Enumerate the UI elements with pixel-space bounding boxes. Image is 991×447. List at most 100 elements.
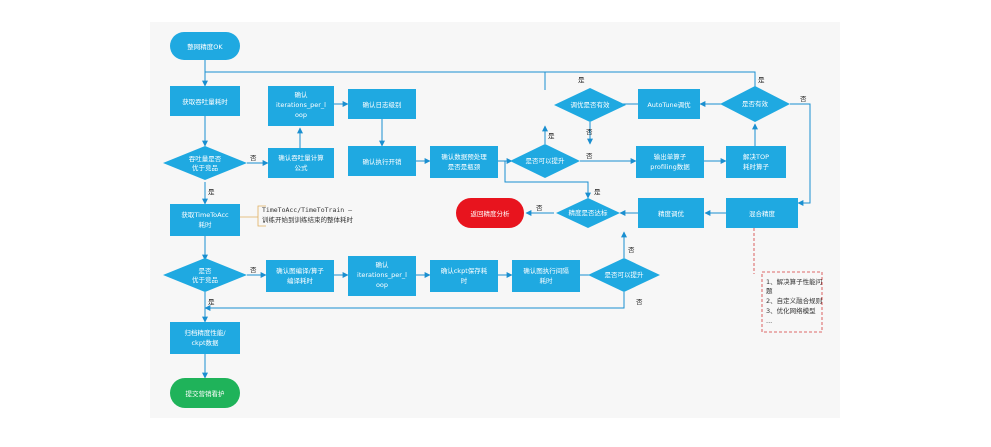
node-solve-top: 解决TOP 耗时算子 xyxy=(726,146,786,178)
edge-label-no: 否 xyxy=(536,204,543,212)
node-tta-decision: 是否 优于竞品 xyxy=(163,258,247,292)
node-confirm-preprocess-label-2: 是否是瓶颈 xyxy=(448,163,481,171)
flowchart-canvas: 是 是 否 是 是 否 否 否 是 否 否 否 是 否 整网精度OK 获取吞吐量… xyxy=(150,22,840,418)
node-archive: 归档精度性能/ ckpt数据 xyxy=(170,322,240,354)
edge-label-yes: 是 xyxy=(208,298,215,306)
node-output-profiling-label-2: profiling数据 xyxy=(650,162,690,171)
edge-label-yes: 是 xyxy=(594,188,601,196)
edge-label-no: 否 xyxy=(586,152,593,160)
edge-label-yes: 是 xyxy=(208,188,215,196)
edge-label-yes: 是 xyxy=(578,76,585,84)
node-confirm-ckpt-shape xyxy=(430,260,498,292)
node-confirm-ckpt-label-2: 时 xyxy=(461,276,468,285)
note-top-ops-line-3: 2、自定义融合规则 xyxy=(766,296,822,305)
node-confirm-iterations-2-label-1: 确认 xyxy=(376,260,390,269)
node-throughput-decision-label-1: 吞吐量是否 xyxy=(189,154,222,163)
node-tta-decision-label-2: 优于竞品 xyxy=(192,275,218,284)
edge-label-no: 否 xyxy=(250,266,257,274)
edge-improve2-no xyxy=(204,292,625,311)
node-mixed-precision: 混合精度 xyxy=(726,198,798,228)
edge-label-no: 否 xyxy=(586,128,593,136)
node-precision-tuning: 精度调优 xyxy=(638,198,704,228)
nodes: 整网精度OK 获取吞吐量耗时 吞吐量是否 优于竞品 确认吞吐量计算 公式 确认 … xyxy=(163,32,798,408)
node-confirm-iterations-1: 确认 iterations_per_l oop xyxy=(268,86,334,126)
node-get-throughput: 获取吞吐量耗时 xyxy=(170,86,240,116)
note-top-ops-line-4: 3、优化网络模型 xyxy=(766,306,816,315)
node-is-effective-label: 是否有效 xyxy=(742,99,769,108)
node-tta-decision-label-1: 是否 xyxy=(199,267,213,275)
node-confirm-formula-label-1: 确认吞吐量计算 xyxy=(278,153,324,162)
note-tta-line-2: 训练开始到训练结束的整体耗时 xyxy=(262,215,354,224)
node-start-label: 整网精度OK xyxy=(187,42,223,51)
node-precision-tuning-label: 精度调优 xyxy=(658,209,685,218)
node-autotune-shape xyxy=(638,89,700,119)
node-submit: 提交营销看护 xyxy=(170,378,240,408)
node-precision-ok-label: 精度是否达标 xyxy=(569,208,609,217)
note-top-ops-line-2: 题 xyxy=(766,287,773,295)
node-autotune-label: AutoTune调优 xyxy=(647,100,691,109)
node-confirm-formula-shape xyxy=(268,148,334,178)
node-output-profiling-label-1: 输出单算子 xyxy=(654,152,687,161)
node-confirm-iterations-2: 确认 iterations_per_l oop xyxy=(348,256,416,296)
node-start: 整网精度OK xyxy=(170,32,240,60)
node-output-profiling: 输出单算子 profiling数据 xyxy=(636,146,704,178)
node-start-shape xyxy=(170,32,240,60)
edge-effective-mixed xyxy=(790,103,811,206)
note-tta-bracket xyxy=(257,205,266,227)
node-mixed-precision-shape xyxy=(726,198,798,228)
edge-label-no: 否 xyxy=(636,298,643,306)
node-tune-effective-shape xyxy=(554,88,626,122)
node-confirm-iterations-1-shape xyxy=(268,86,334,126)
node-archive-label-1: 归档精度性能/ xyxy=(184,328,226,337)
node-back-precision-label: 返回精度分析 xyxy=(471,209,511,218)
node-confirm-iterations-1-label-1: 确认 xyxy=(295,90,309,99)
node-back-precision-shape xyxy=(456,198,524,228)
node-archive-label-2: ckpt数据 xyxy=(191,338,219,347)
edge-label-yes: 是 xyxy=(548,132,555,140)
node-solve-top-shape xyxy=(726,146,786,178)
edge-labels: 是 是 否 是 是 否 否 否 是 否 否 否 是 否 xyxy=(208,76,807,306)
node-confirm-iterations-1-label-3: oop xyxy=(295,111,307,119)
note-top-ops-box xyxy=(761,271,823,333)
node-can-improve-2-shape xyxy=(588,258,660,292)
node-autotune: AutoTune调优 xyxy=(638,89,700,119)
node-confirm-graph-exec: 确认图执行间隔 耗时 xyxy=(512,260,580,292)
node-confirm-log-level: 确认日志级别 xyxy=(348,89,416,119)
node-submit-shape xyxy=(170,378,240,408)
node-get-throughput-shape xyxy=(170,86,240,116)
note-tta: TimeToAcc/TimeToTrain – 训练开始到训练结束的整体耗时 xyxy=(240,205,354,227)
edge-label-no: 否 xyxy=(250,154,257,162)
node-confirm-log-level-label: 确认日志级别 xyxy=(363,100,402,109)
note-tta-line-1: TimeToAcc/TimeToTrain – xyxy=(262,206,352,214)
node-tune-effective: 调优是否有效 xyxy=(554,88,626,122)
node-can-improve-1-label: 是否可以提升 xyxy=(526,156,566,165)
node-confirm-iterations-2-label-3: oop xyxy=(376,281,388,289)
note-top-ops-line-1: 1、解决算子性能问 xyxy=(766,277,822,286)
node-is-effective: 是否有效 xyxy=(720,86,790,122)
node-output-profiling-shape xyxy=(636,146,704,178)
node-confirm-dump-label: 确认执行开销 xyxy=(363,157,403,166)
node-confirm-compile-label-2: 编译耗时 xyxy=(287,276,314,285)
node-solve-top-label-1: 解决TOP xyxy=(743,152,769,161)
node-precision-tuning-shape xyxy=(638,198,704,228)
node-confirm-compile-shape xyxy=(266,260,334,292)
node-get-tta-label-1: 获取TimeToAcc xyxy=(181,210,229,219)
node-solve-top-label-2: 耗时算子 xyxy=(743,162,770,171)
node-confirm-ckpt: 确认ckpt保存耗 时 xyxy=(430,260,498,292)
edge-label-no: 否 xyxy=(628,246,635,254)
node-confirm-iterations-2-label-2: iterations_per_l xyxy=(357,271,407,279)
node-confirm-iterations-2-shape xyxy=(348,256,416,296)
node-mixed-precision-label: 混合精度 xyxy=(749,209,776,218)
node-confirm-iterations-1-label-2: iterations_per_l xyxy=(276,101,326,109)
node-get-tta-shape xyxy=(170,204,240,236)
node-tta-decision-shape xyxy=(163,258,247,292)
edge-label-yes: 是 xyxy=(758,76,765,84)
node-submit-label: 提交营销看护 xyxy=(186,389,225,398)
node-archive-shape xyxy=(170,322,240,354)
node-confirm-compile-label-1: 确认图编译/算子 xyxy=(276,266,324,275)
node-back-precision: 返回精度分析 xyxy=(456,198,524,228)
node-confirm-dump-shape xyxy=(348,146,416,176)
node-confirm-graph-exec-shape xyxy=(512,260,580,292)
edge-label-no: 否 xyxy=(800,95,807,103)
node-get-tta-label-2: 耗时 xyxy=(199,220,213,229)
